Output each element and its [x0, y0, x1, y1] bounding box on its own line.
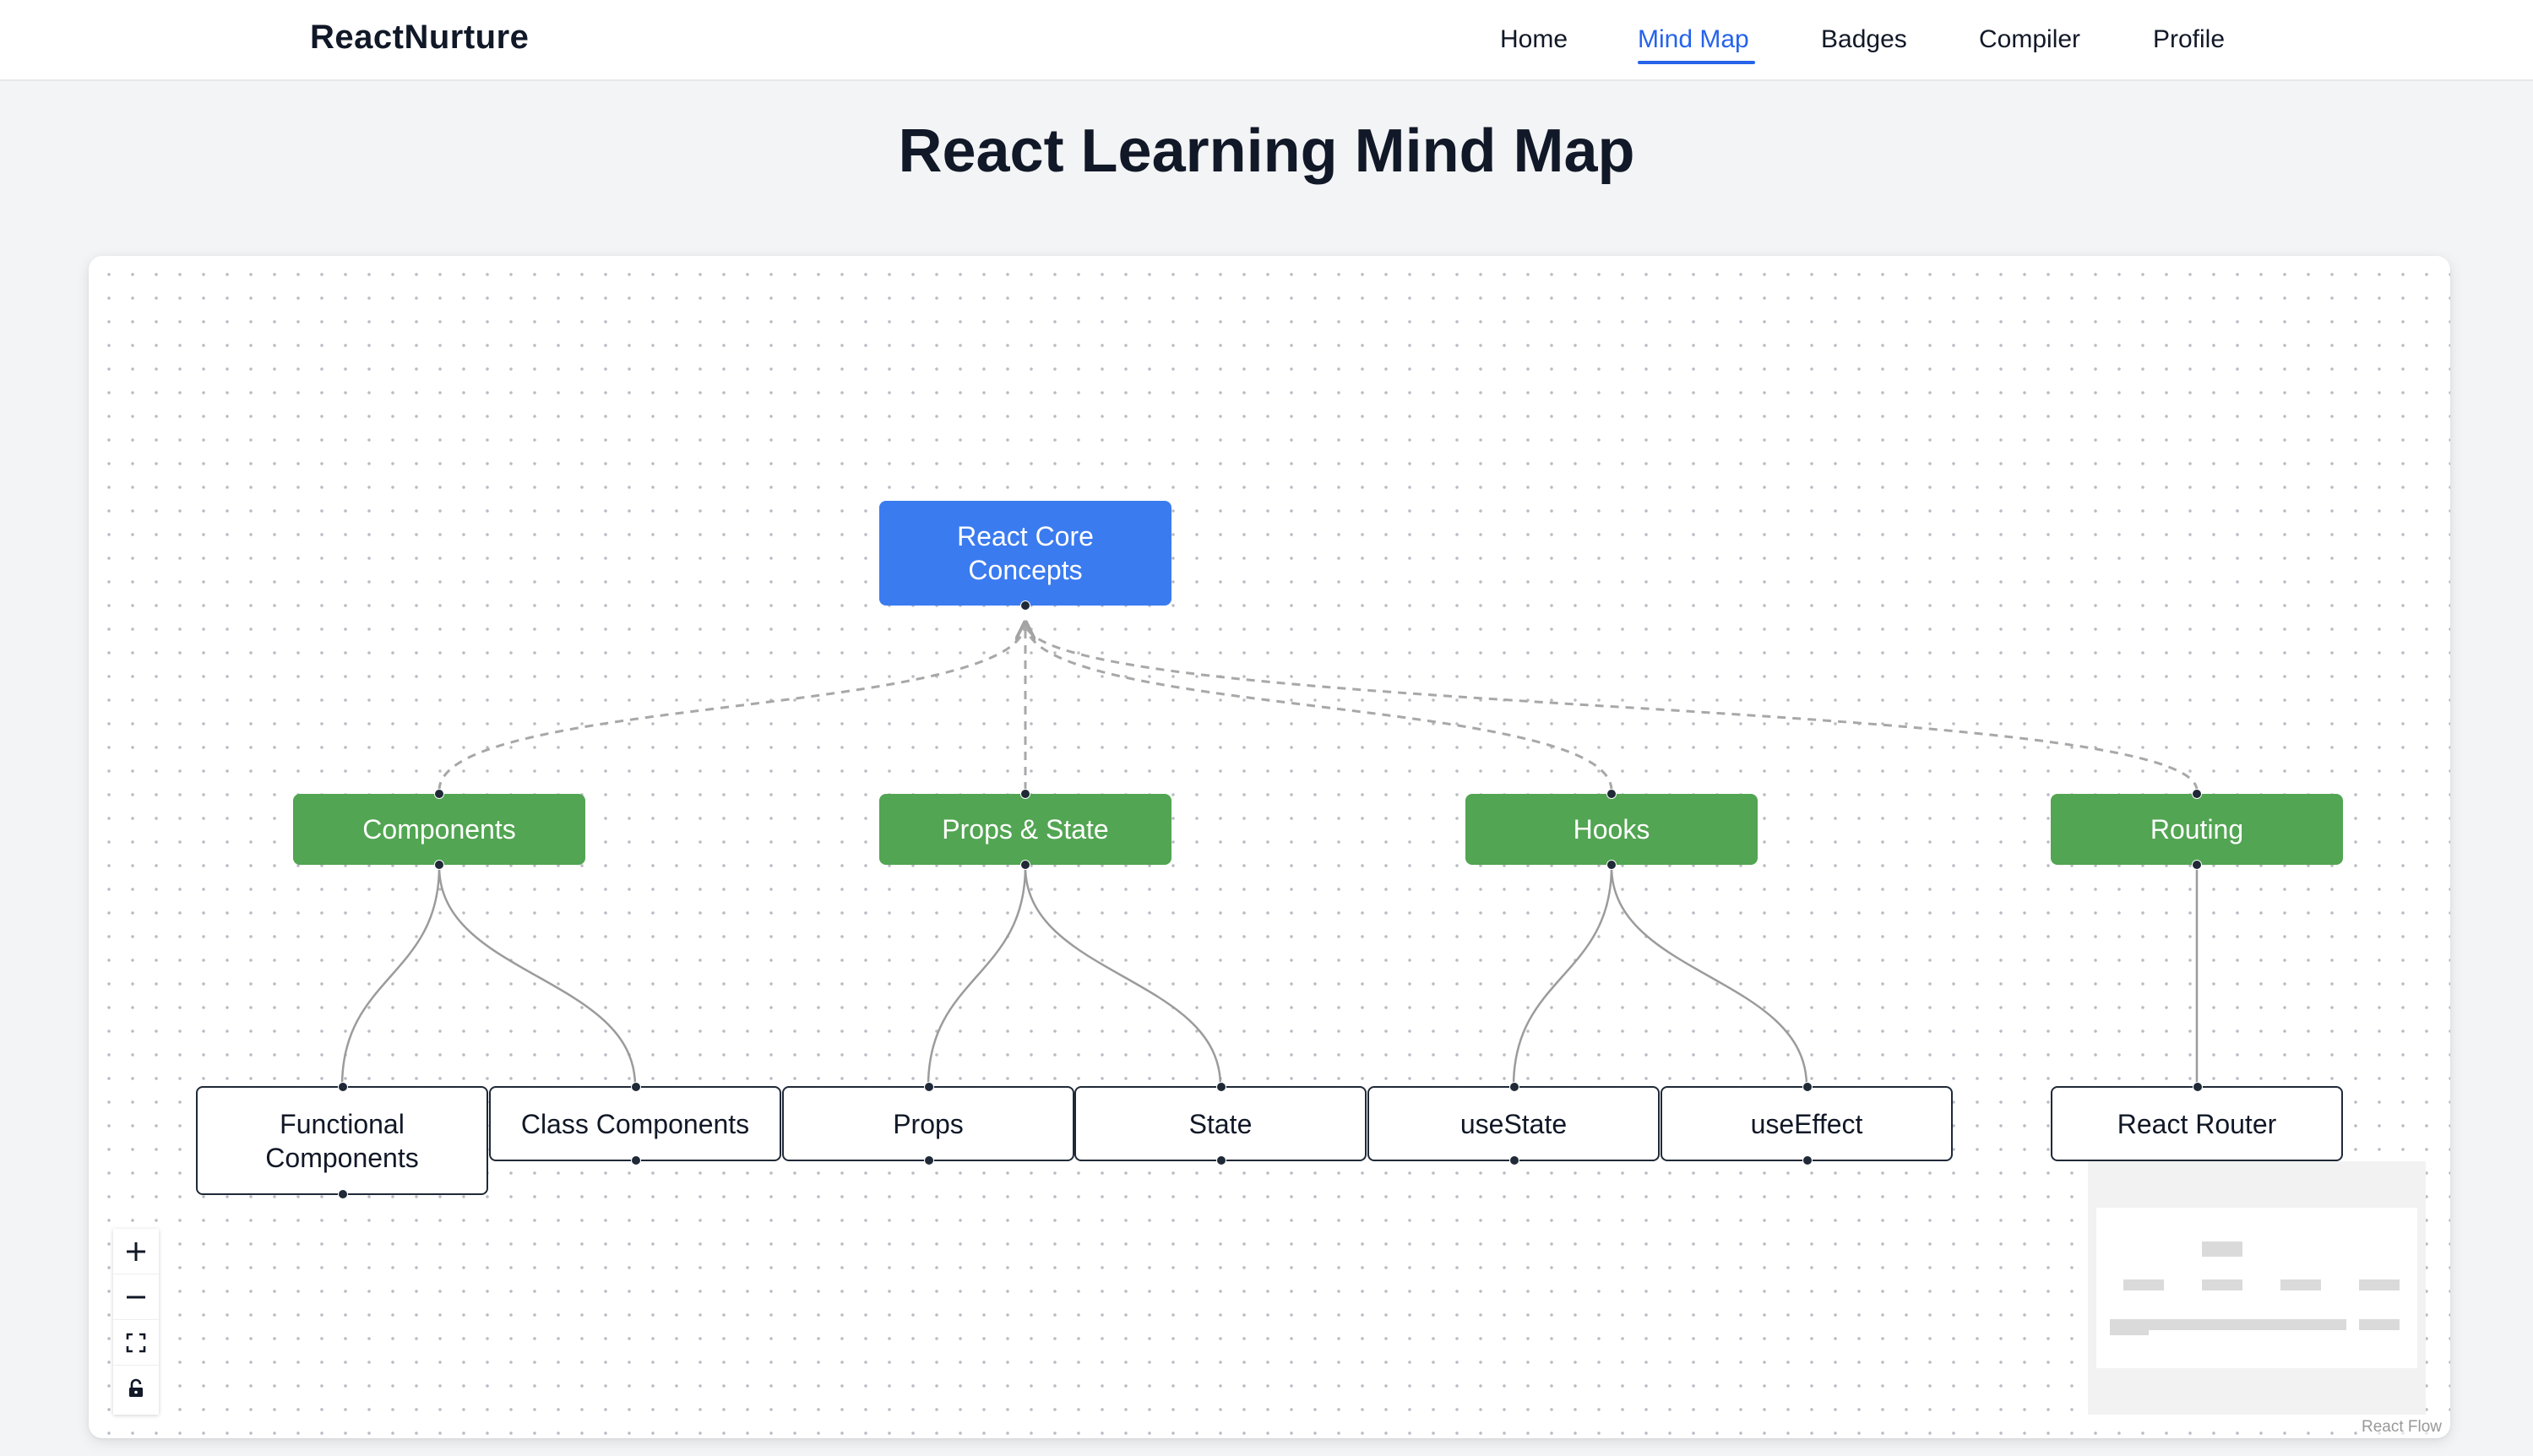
react-flow-attribution[interactable]: React Flow: [2357, 1418, 2445, 1437]
minimap-node-react-router: [2359, 1319, 2400, 1330]
source-handle[interactable]: [1020, 860, 1030, 870]
edge-props-state-props: [927, 866, 1027, 1087]
plus-icon: [127, 1241, 145, 1261]
target-handle[interactable]: [1802, 1082, 1813, 1092]
edge-components-functional: [340, 866, 441, 1087]
page-title: React Learning Mind Map: [898, 117, 1635, 185]
node-label: Hooks: [1573, 814, 1650, 845]
node-components[interactable]: Components: [293, 789, 585, 870]
target-handle[interactable]: [924, 1082, 934, 1092]
minimap-node-routing: [2359, 1279, 2400, 1290]
nav-profile[interactable]: Profile: [2153, 25, 2226, 53]
minimap-node-hooks: [2280, 1279, 2321, 1290]
node-react-router[interactable]: React Router: [2051, 1082, 2343, 1161]
source-handle[interactable]: [1802, 1155, 1813, 1165]
node-label: React Router: [2117, 1108, 2277, 1139]
node-label: Props & State: [942, 814, 1109, 845]
node-label: Props: [893, 1108, 964, 1139]
node-label: Functional Components: [265, 1108, 419, 1173]
source-handle[interactable]: [924, 1155, 934, 1165]
nav-mind-map[interactable]: Mind Map: [1638, 25, 1749, 53]
node-label: useEffect: [1750, 1108, 1863, 1139]
minimap[interactable]: [2088, 1161, 2426, 1415]
fit-view-button[interactable]: [113, 1320, 159, 1366]
source-handle[interactable]: [1020, 600, 1030, 611]
node-props[interactable]: Props: [782, 1082, 1074, 1165]
target-handle[interactable]: [1216, 1082, 1226, 1092]
mind-map-canvas[interactable]: React Core Concepts Components Props & S…: [89, 256, 2450, 1438]
node-label: Class Components: [520, 1108, 750, 1139]
zoom-in-button[interactable]: [113, 1229, 159, 1274]
nav-badges[interactable]: Badges: [1821, 25, 1907, 53]
minimap-leaf-functional: [2110, 1328, 2149, 1335]
source-handle[interactable]: [1606, 860, 1617, 870]
nav-home[interactable]: Home: [1500, 25, 1568, 53]
target-handle[interactable]: [1606, 789, 1617, 799]
minimap-preview: [2096, 1208, 2417, 1368]
node-useeffect[interactable]: useEffect: [1661, 1082, 1953, 1165]
brand-logo[interactable]: ReactNurture: [310, 19, 530, 56]
source-handle[interactable]: [2192, 860, 2202, 870]
lock-icon: [129, 1378, 143, 1397]
node-label: State: [1188, 1108, 1253, 1139]
node-label: Routing: [2150, 814, 2244, 845]
nav-compiler[interactable]: Compiler: [1979, 25, 2081, 53]
edges-layer: [340, 256, 2199, 1087]
target-handle[interactable]: [2193, 1082, 2203, 1092]
edge-hooks-useeffect: [1610, 866, 1808, 1087]
minus-icon: [127, 1296, 145, 1298]
target-handle[interactable]: [338, 1082, 348, 1092]
target-handle[interactable]: [631, 1082, 641, 1092]
active-nav-underline: [1638, 61, 1755, 64]
node-props-state[interactable]: Props & State: [879, 789, 1171, 870]
minimap-node-props-state: [2202, 1279, 2242, 1290]
source-handle[interactable]: [338, 1189, 348, 1199]
source-handle[interactable]: [1509, 1155, 1519, 1165]
edge-hooks-usestate: [1512, 866, 1613, 1087]
flow-controls: [113, 1229, 159, 1415]
top-navbar: ReactNurture Home Mind Map Badges Compil…: [0, 0, 2533, 81]
node-react-core-concepts[interactable]: React Core Concepts: [879, 501, 1171, 611]
edge-props-state-state: [1024, 866, 1222, 1087]
edge-routing-to-root: [1025, 622, 2199, 791]
fit-view-icon: [126, 1333, 146, 1352]
node-label: React Core Concepts: [957, 521, 1094, 585]
node-class-components[interactable]: Class Components: [489, 1082, 781, 1165]
minimap-node-components: [2123, 1279, 2164, 1290]
target-handle[interactable]: [1020, 789, 1030, 799]
source-handle[interactable]: [434, 860, 444, 870]
node-label: useState: [1459, 1108, 1568, 1139]
node-state[interactable]: State: [1074, 1082, 1367, 1165]
toggle-interactivity-button[interactable]: [113, 1366, 159, 1411]
edge-hooks-to-root: [1025, 622, 1613, 791]
node-routing[interactable]: Routing: [2051, 789, 2343, 870]
edge-components-class: [438, 866, 637, 1087]
edge-components-to-root: [438, 622, 1025, 791]
source-handle[interactable]: [1216, 1155, 1226, 1165]
target-handle[interactable]: [2192, 789, 2202, 799]
node-hooks[interactable]: Hooks: [1465, 789, 1758, 870]
target-handle[interactable]: [434, 789, 444, 799]
node-label: Components: [362, 814, 516, 845]
zoom-out-button[interactable]: [113, 1274, 159, 1320]
minimap-node-root: [2202, 1241, 2242, 1257]
node-usestate[interactable]: useState: [1367, 1082, 1660, 1165]
minimap-leaf-row: [2110, 1319, 2346, 1330]
node-functional-components[interactable]: Functional Components: [196, 1082, 488, 1199]
source-handle[interactable]: [631, 1155, 641, 1165]
target-handle[interactable]: [1509, 1082, 1519, 1092]
